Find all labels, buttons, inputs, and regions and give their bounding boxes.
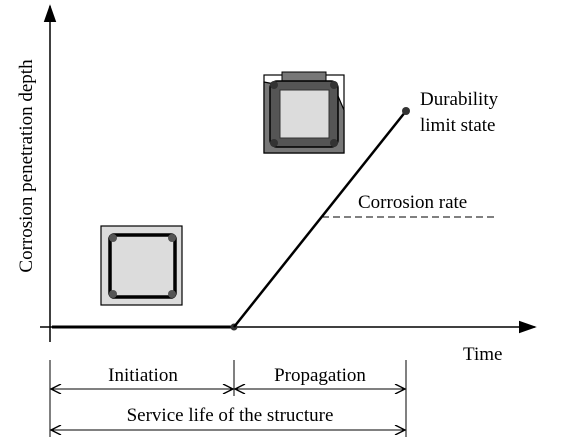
y-axis-label: Corrosion penetration depth [16, 59, 37, 273]
limit-state-label-line1: Durability [420, 89, 499, 110]
limit-state-label-line2: limit state [420, 115, 495, 136]
propagation-label: Propagation [274, 365, 366, 386]
initiation-label: Initiation [108, 365, 178, 386]
limit-state-point [402, 107, 410, 115]
corroded-section-icon [263, 71, 345, 154]
corrosion-rate-label: Corrosion rate [358, 192, 467, 213]
x-axis-label: Time [463, 344, 502, 365]
propagation-line [233, 110, 407, 328]
uncorroded-section-icon [100, 225, 183, 306]
service-life-label: Service life of the structure [127, 405, 334, 426]
